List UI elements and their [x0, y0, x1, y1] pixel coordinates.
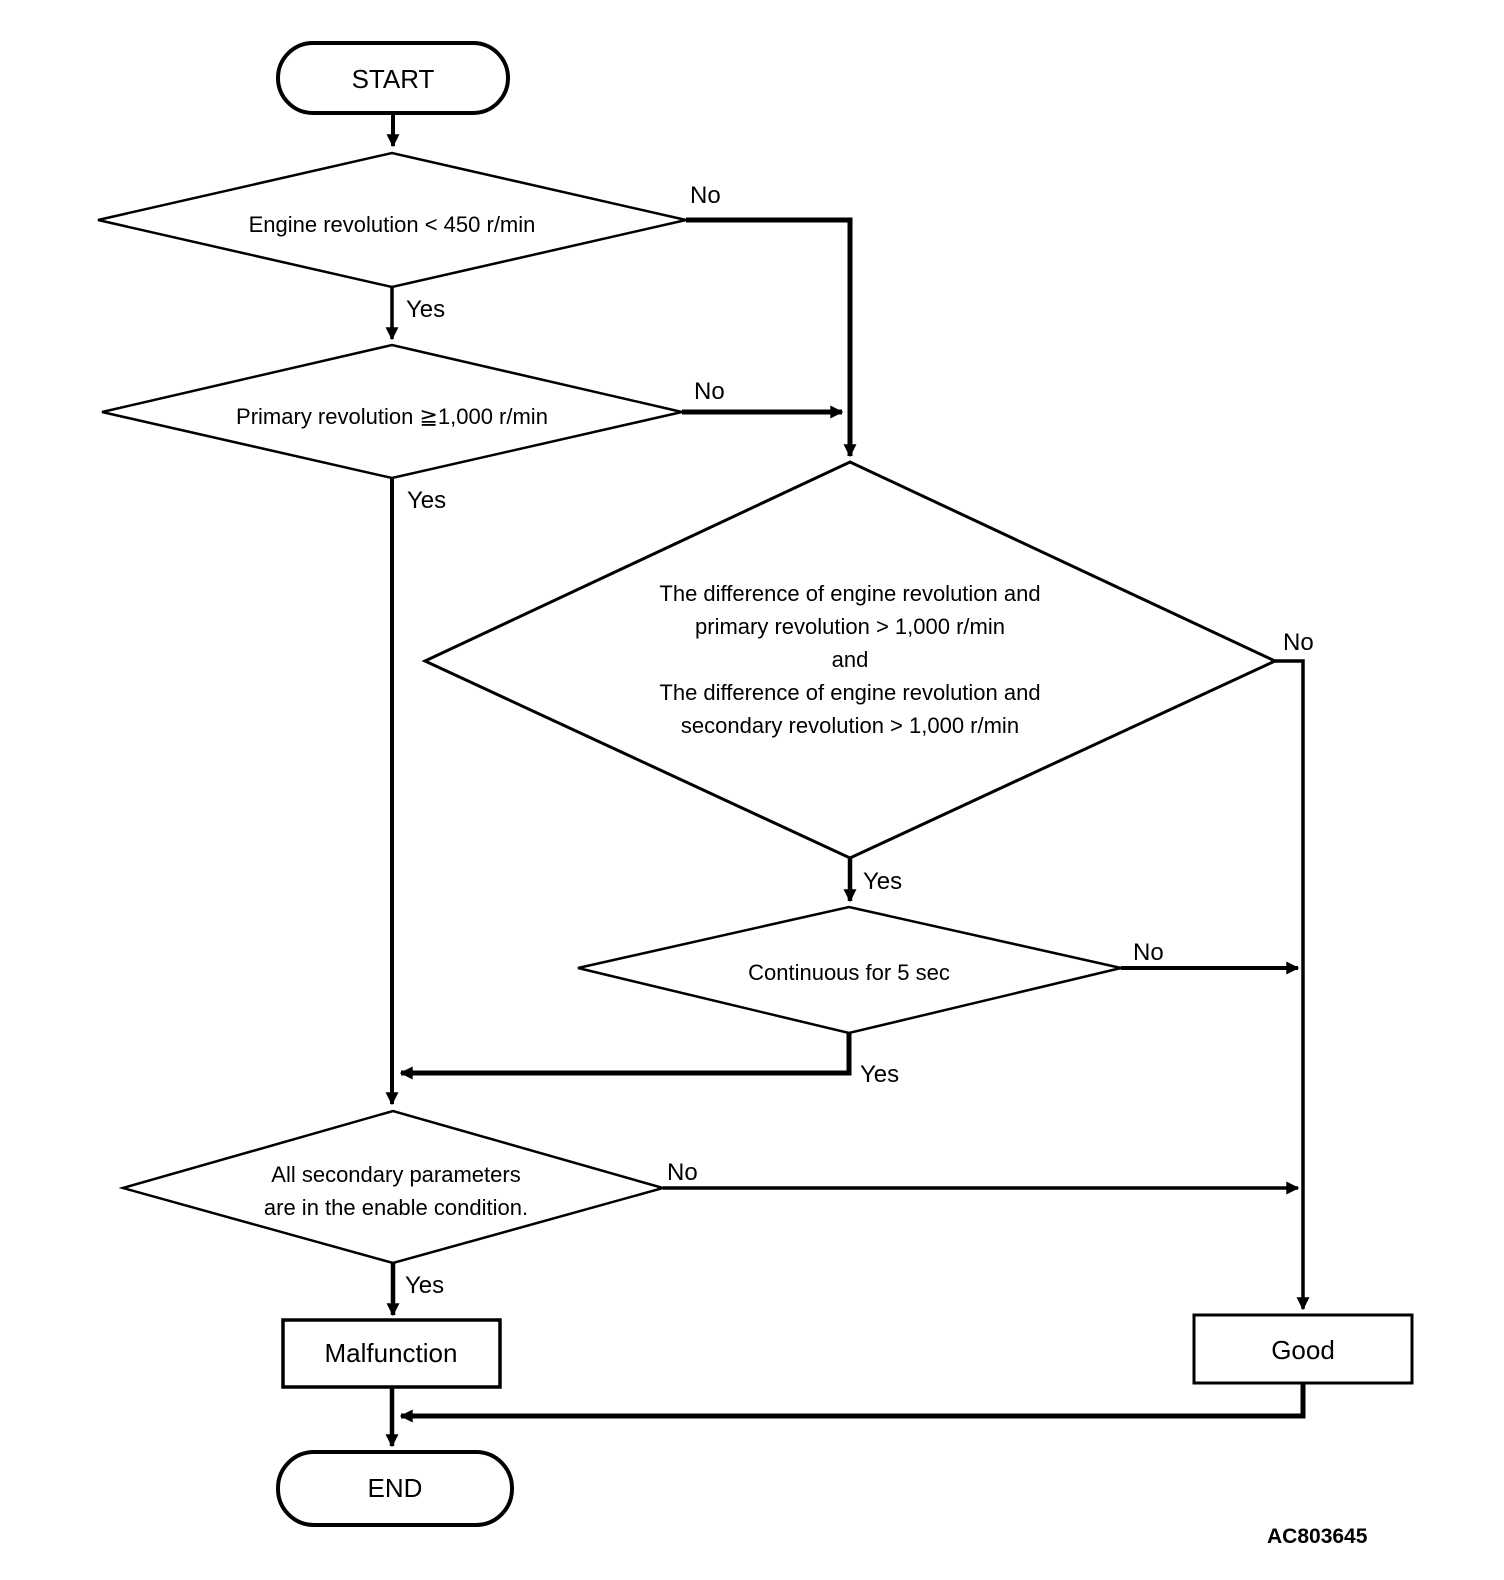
node-engine-rev-label: Engine revolution < 450 r/min	[249, 212, 536, 237]
label-primary-rev-yes: Yes	[407, 487, 446, 514]
edge-diff-check-no	[1275, 659, 1310, 1311]
node-end-shape	[276, 1450, 514, 1527]
label-engine-rev-no: No	[690, 182, 721, 209]
node-diff-check-line-1: The difference of engine revolution and	[659, 581, 1040, 606]
label-secondary-params-no: No	[667, 1159, 698, 1186]
node-malfunction-shape	[281, 1318, 502, 1389]
node-malfunction-label: Malfunction	[325, 1338, 458, 1368]
node-diff-check-shape	[421, 460, 1279, 860]
figure-id: AC803645	[1267, 1525, 1368, 1548]
node-continuous-shape	[577, 905, 1122, 1035]
label-diff-check-yes: Yes	[863, 868, 902, 895]
node-continuous-label: Continuous for 5 sec	[748, 960, 950, 985]
edge-continuous-yes	[399, 1033, 852, 1080]
edge-engine-rev-no	[686, 217, 857, 458]
label-secondary-params-yes: Yes	[405, 1272, 444, 1299]
flow-nodes: START Engine revolution < 450 r/min Prim…	[97, 41, 1414, 1527]
node-diff-check-line-5: secondary revolution > 1,000 r/min	[681, 713, 1019, 738]
label-continuous-yes: Yes	[860, 1061, 899, 1088]
node-secondary-params-line-1: All secondary parameters	[271, 1162, 520, 1187]
node-primary-rev-shape	[101, 343, 683, 480]
node-diff-check-line-4: The difference of engine revolution and	[659, 680, 1040, 705]
node-start-label: START	[352, 64, 435, 94]
node-secondary-params-line-2: are in the enable condition.	[264, 1195, 528, 1220]
node-engine-rev-shape	[97, 151, 687, 289]
label-primary-rev-no: No	[694, 378, 725, 405]
flow-edge-labels: No Yes No Yes No Yes No Yes No Yes	[405, 182, 1314, 1299]
node-primary-rev-label: Primary revolution ≧1,000 r/min	[236, 404, 548, 429]
label-diff-check-no: No	[1283, 629, 1314, 656]
node-diff-check-line-2: primary revolution > 1,000 r/min	[695, 614, 1005, 639]
flow-edges	[385, 113, 1310, 1448]
node-secondary-params-shape	[118, 1109, 668, 1265]
edge-good-to-end	[399, 1383, 1306, 1423]
node-end-label: END	[368, 1473, 423, 1503]
node-start-shape	[276, 41, 510, 115]
label-continuous-no: No	[1133, 939, 1164, 966]
node-good-shape	[1192, 1313, 1414, 1385]
label-engine-rev-yes: Yes	[406, 296, 445, 323]
node-good-label: Good	[1271, 1335, 1335, 1365]
node-diff-check-line-3: and	[832, 647, 869, 672]
